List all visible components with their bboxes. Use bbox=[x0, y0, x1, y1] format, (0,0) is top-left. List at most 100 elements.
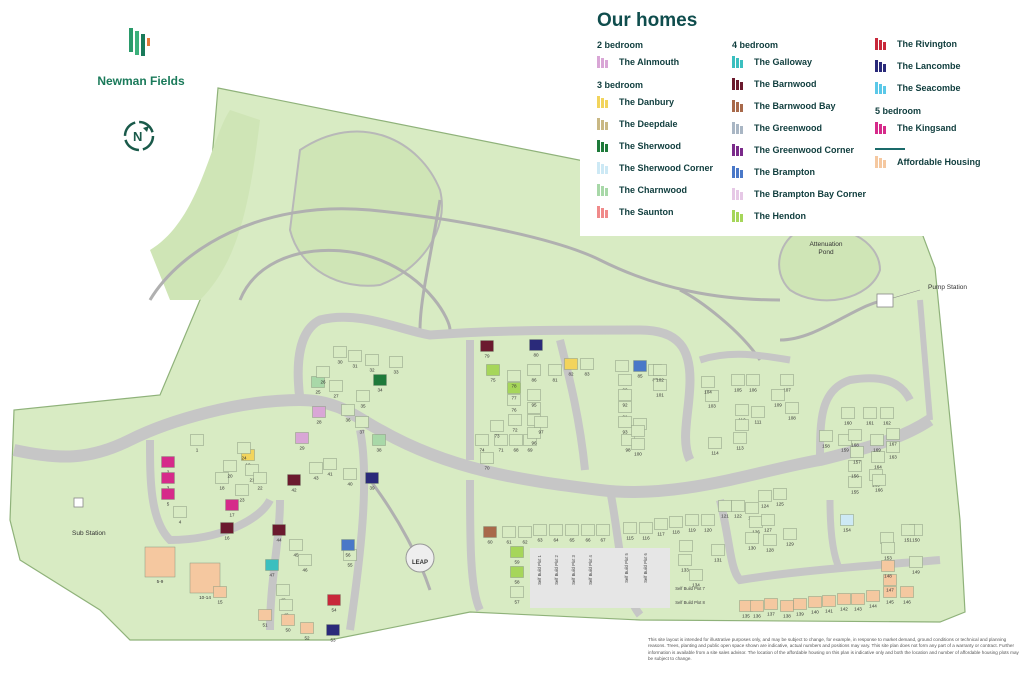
plot-footprint bbox=[735, 404, 749, 416]
house-type-swatch-icon bbox=[597, 96, 611, 108]
plot: 163 bbox=[886, 441, 900, 460]
plot: 168 bbox=[848, 429, 862, 448]
legend-item: The Lancombe bbox=[875, 59, 961, 73]
plot-number: 111 bbox=[755, 420, 762, 425]
plot-number: 130 bbox=[748, 546, 756, 551]
plot-footprint bbox=[718, 500, 732, 512]
plot-footprint bbox=[475, 434, 489, 446]
plot: 133 bbox=[678, 554, 692, 573]
house-type-swatch-icon bbox=[875, 122, 889, 134]
plot: 36 bbox=[341, 404, 355, 423]
plot-footprint bbox=[848, 429, 862, 441]
plot-number: 37 bbox=[359, 430, 365, 435]
plot-footprint bbox=[372, 434, 386, 446]
plot: 45 bbox=[289, 539, 303, 558]
plot: 32 bbox=[365, 354, 379, 373]
plot-footprint bbox=[808, 596, 822, 608]
plot: 82 bbox=[564, 358, 578, 377]
plot: 143 bbox=[851, 593, 865, 612]
plot: 86 bbox=[527, 364, 541, 383]
plot: 161 bbox=[863, 407, 877, 426]
plot-number: 23 bbox=[239, 498, 245, 503]
plot-footprint bbox=[220, 522, 234, 534]
plot: 102 bbox=[653, 364, 667, 383]
plot: 146 bbox=[900, 586, 914, 605]
plot-footprint bbox=[507, 370, 521, 382]
plot-number: 67 bbox=[600, 538, 606, 543]
plot-footprint bbox=[669, 516, 683, 528]
plot-footprint bbox=[701, 514, 715, 526]
plot-footprint bbox=[161, 472, 175, 484]
plot-footprint bbox=[190, 434, 204, 446]
plot: 65 bbox=[565, 524, 579, 543]
plot-number: 134 bbox=[692, 583, 700, 588]
plot-number: 35 bbox=[360, 404, 366, 409]
green-space bbox=[150, 110, 260, 300]
plot-number: 131 bbox=[714, 558, 722, 563]
plot: 154 bbox=[840, 514, 854, 533]
plot: 149 bbox=[909, 556, 923, 575]
plot-number: 46 bbox=[302, 568, 308, 573]
road bbox=[466, 479, 484, 612]
plot-number: 141 bbox=[825, 609, 833, 614]
pump-station-label: Pump Station bbox=[928, 284, 968, 291]
legend-item-label: The Rivington bbox=[897, 39, 957, 49]
plot-footprint bbox=[298, 554, 312, 566]
plot-number: 148 bbox=[884, 574, 892, 579]
plot: 74 bbox=[475, 434, 489, 453]
legend-item: The Kingsand bbox=[875, 121, 957, 135]
plot: 24 bbox=[237, 442, 251, 461]
plot-number: 53 bbox=[330, 638, 336, 643]
plot-number: 3 bbox=[167, 486, 170, 491]
plot-number: 158 bbox=[822, 444, 830, 449]
plot-number: 143 bbox=[854, 607, 862, 612]
plot: 23 bbox=[235, 484, 249, 503]
plot-footprint bbox=[235, 484, 249, 496]
footpath bbox=[238, 248, 452, 331]
plot-footprint bbox=[901, 524, 915, 536]
plot: 166 bbox=[872, 474, 886, 493]
plot: 122 bbox=[731, 500, 745, 519]
plot-footprint bbox=[735, 419, 749, 431]
plot: 34 bbox=[373, 374, 387, 393]
plot: 59 bbox=[510, 546, 524, 565]
plot-number: 167 bbox=[889, 442, 897, 447]
house-type-swatch-icon bbox=[597, 162, 611, 174]
plot: 128 bbox=[763, 534, 777, 553]
plot-footprint bbox=[840, 514, 854, 526]
plot-number: 125 bbox=[776, 502, 784, 507]
legend-item-label: The Greenwood Corner bbox=[754, 145, 855, 155]
house-type-swatch-icon bbox=[875, 38, 889, 50]
plot-footprint bbox=[527, 402, 541, 414]
plot-footprint bbox=[258, 609, 272, 621]
spine-road bbox=[12, 393, 934, 498]
plot-footprint bbox=[909, 556, 923, 568]
plot: 47 bbox=[265, 559, 279, 578]
leap-play-area bbox=[405, 543, 435, 573]
plot-number: 69 bbox=[527, 448, 533, 453]
house-type-swatch-icon bbox=[875, 156, 889, 168]
legend-item: The Barnwood Bay bbox=[732, 99, 836, 113]
legend-item: The Deepdale bbox=[597, 117, 678, 131]
sub-station-label: Sub Station bbox=[72, 530, 106, 537]
plot: 30 bbox=[333, 346, 347, 365]
plot-number: 47 bbox=[269, 573, 275, 578]
plot-number: 101 bbox=[656, 393, 664, 398]
plot: 115 bbox=[623, 522, 637, 541]
plot-footprint bbox=[793, 598, 807, 610]
plot: 141 bbox=[822, 595, 836, 614]
house-type-swatch-icon bbox=[597, 206, 611, 218]
house-type-swatch-icon bbox=[732, 56, 746, 68]
plot: 4 bbox=[173, 506, 187, 525]
plot-footprint bbox=[745, 532, 759, 544]
plot-footprint bbox=[708, 437, 722, 449]
plot-number: 5-9 bbox=[157, 579, 164, 584]
plot-number: 136 bbox=[753, 614, 761, 619]
pump-station-box bbox=[876, 293, 894, 308]
legend-item: The Galloway bbox=[732, 55, 812, 69]
plot: 51 bbox=[258, 609, 272, 628]
plot-number: 156 bbox=[851, 474, 859, 479]
legend-item-label: The Barnwood bbox=[754, 79, 817, 89]
plot: 85 bbox=[633, 360, 647, 379]
plot: 46 bbox=[298, 554, 312, 573]
